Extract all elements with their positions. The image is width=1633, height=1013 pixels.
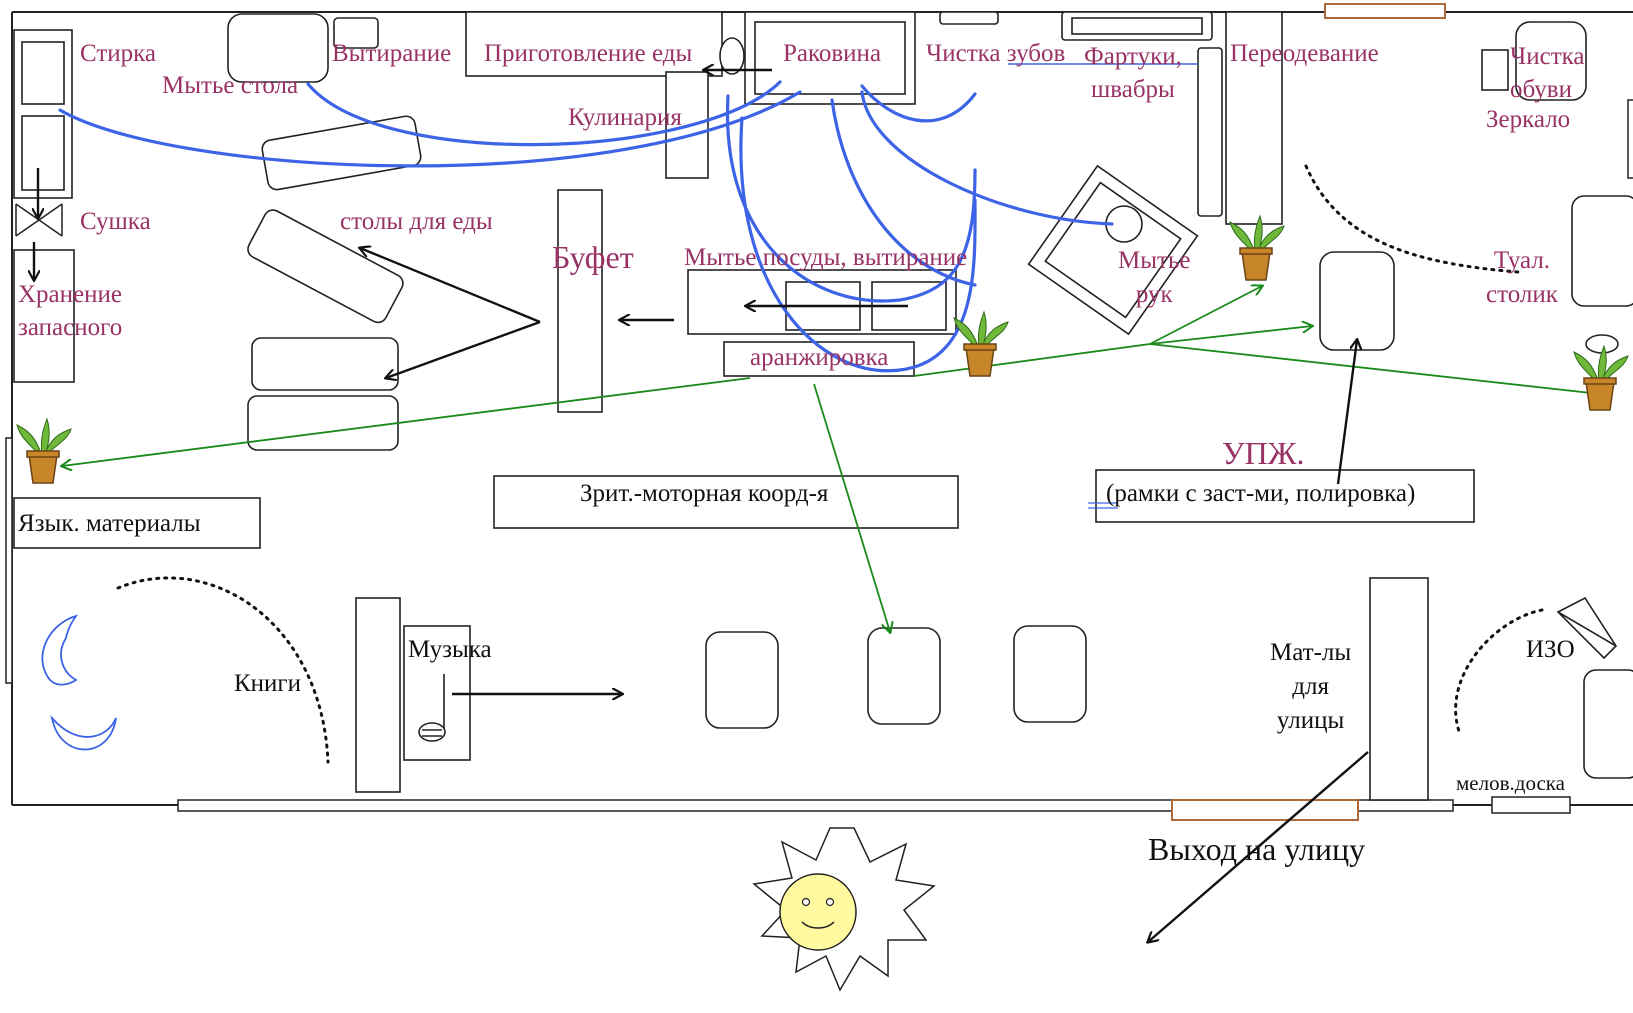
plant-icon	[1229, 215, 1285, 281]
label-stirka: Стирка	[80, 40, 157, 67]
door-top[interactable]	[1324, 3, 1446, 19]
label-muzyka: Музыка	[408, 636, 492, 663]
label-yazyk: Язык. материалы	[18, 510, 201, 537]
flow-arrows	[34, 70, 1369, 942]
activity-table-3	[1013, 625, 1087, 723]
dining-table-4	[247, 395, 399, 451]
label-materialy: Мат-лы для улицы	[1270, 639, 1352, 734]
label-chistka-zubov: Чистка зубов	[926, 40, 1066, 67]
door-bottom[interactable]	[1171, 799, 1359, 821]
sun-icon	[752, 827, 936, 992]
vanity-table	[1571, 195, 1633, 307]
label-izo: ИЗО	[1526, 636, 1575, 663]
toothbrush-shelf	[939, 11, 999, 25]
label-melov: мелов.доска	[1456, 771, 1565, 795]
label-tualet: Туал. столик	[1486, 247, 1558, 308]
mirror	[1481, 49, 1509, 91]
dryer-stand	[15, 203, 63, 237]
label-vyhod: Выход на улицу	[1148, 831, 1366, 867]
stove	[719, 37, 745, 75]
dining-table-2	[247, 209, 404, 324]
window-left-wall	[5, 437, 13, 684]
easel	[1556, 596, 1618, 660]
furniture	[13, 11, 1633, 801]
label-pereodevanie: Переодевание	[1230, 40, 1379, 67]
cooking-counter	[465, 11, 723, 77]
wipe-box	[227, 13, 329, 83]
practical-life-table	[1319, 251, 1395, 351]
reading-moons	[41, 614, 117, 751]
easel-table	[1583, 669, 1633, 779]
chalkboard	[1491, 796, 1571, 814]
label-chistka-obuvi: Чистка обуви	[1510, 43, 1585, 103]
activity-table-2	[867, 627, 941, 725]
outdoor-shelf	[1369, 577, 1429, 801]
label-mytie-ruk: Мытье рук	[1118, 247, 1191, 308]
label-sushka: Сушка	[80, 208, 151, 235]
music-note-icon	[418, 674, 446, 742]
label-vytiranie: Вытирание	[332, 40, 452, 67]
plant-icon	[1573, 345, 1629, 411]
label-bufet: Буфет	[552, 239, 634, 275]
drying-stand	[13, 249, 75, 383]
dining-table-1	[261, 115, 422, 191]
label-hranenie: Хранение запасного	[18, 281, 123, 341]
activity-table-1	[705, 631, 779, 729]
language-shelf	[13, 497, 261, 549]
water-routes	[58, 80, 1114, 373]
buffet	[557, 189, 603, 413]
label-mytie-stola: Мытье стола	[162, 72, 299, 99]
bookcase	[355, 597, 401, 793]
upzh-shelf	[1095, 469, 1475, 523]
label-prigotovlenie: Приготовление еды	[484, 40, 693, 67]
shoe-cabinet	[1515, 21, 1587, 101]
label-zrit: Зрит.-моторная коорд-я	[580, 480, 829, 507]
label-upzh-sub: (рамки с заст-ми, полировка)	[1106, 480, 1416, 507]
plant-icon	[16, 418, 72, 484]
walking-routes	[62, 286, 1600, 632]
label-aranzhirovka: аранжировка	[750, 344, 889, 371]
label-kulinaria: Кулинария	[568, 104, 682, 131]
visual-motor-shelf	[493, 475, 959, 529]
right-wall-edge	[1627, 99, 1633, 179]
bottom-window	[177, 799, 1454, 812]
label-stoly: столы для еды	[340, 208, 493, 235]
wardrobe	[1225, 11, 1283, 225]
label-upzh: УПЖ.	[1222, 435, 1305, 471]
label-fartuki: Фартуки, швабры	[1084, 43, 1182, 103]
label-knigi: Книги	[234, 670, 302, 697]
dining-table-3	[251, 337, 399, 391]
label-zerkalo: Зеркало	[1486, 106, 1571, 133]
area-boundaries	[116, 164, 1544, 764]
label-rakovina: Раковина	[783, 40, 882, 67]
label-mytie-posudy: Мытье посуды, вытирание	[684, 244, 968, 271]
